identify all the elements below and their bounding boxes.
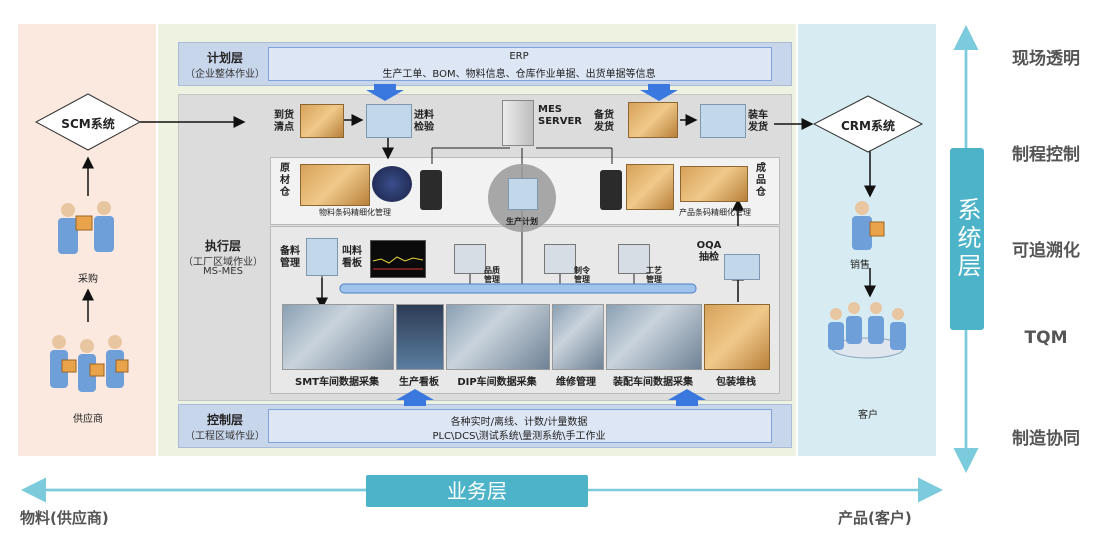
system-layer-bar: 系统层 <box>950 148 984 330</box>
receiving-box-icon <box>300 104 344 138</box>
right-label-4: TQM <box>1024 328 1068 348</box>
smt-photo <box>282 304 394 370</box>
control-up-arrow-left <box>396 389 434 406</box>
purchase-label: 采购 <box>78 274 98 285</box>
assembly-photo <box>606 304 702 370</box>
finished-warehouse-label: 成 品 仓 <box>756 163 766 198</box>
right-label-5: 制造协同 <box>1012 429 1080 449</box>
smt-label: SMT车间数据采集 <box>295 377 379 388</box>
supplier-label: 供应商 <box>73 414 103 425</box>
right-label-3: 可追溯化 <box>1012 241 1080 261</box>
mes-server-icon <box>502 100 534 146</box>
sales-label: 销售 <box>850 260 870 271</box>
board-label: 生产看板 <box>399 377 439 388</box>
purchase-figure-icon <box>52 198 120 264</box>
pack-label: 包装堆栈 <box>716 377 756 388</box>
process-computer-icon <box>618 244 650 274</box>
finished-box-icon <box>626 164 674 210</box>
erp-label: ERP <box>509 51 529 62</box>
control-layer-subtitle: （工程区域作业） <box>185 431 265 442</box>
scanner-left-icon <box>420 170 442 210</box>
control-line1: 各种实时/离线、计数/计量数据 <box>450 417 588 428</box>
right-label-2: 制程控制 <box>1012 145 1080 165</box>
customer-figure-icon <box>822 298 914 370</box>
pack-photo <box>704 304 770 370</box>
truck-loading-icon <box>700 104 746 138</box>
call-board-label: 叫料 看板 <box>342 246 362 269</box>
load-ship-label: 装车 发货 <box>748 110 768 133</box>
repair-photo <box>552 304 604 370</box>
prep-worker-icon <box>306 238 338 276</box>
raw-material-shelf-icon <box>300 164 370 206</box>
crm-label: CRM系统 <box>841 119 895 133</box>
call-board-screen <box>370 240 426 278</box>
order-computer-icon <box>544 244 576 274</box>
board-photo <box>396 304 444 370</box>
oqa-label: OQA 抽检 <box>696 240 722 263</box>
stock-ship-label: 备货 发货 <box>594 110 614 133</box>
scm-diamond <box>34 93 142 151</box>
right-label-1: 现场透明 <box>1012 49 1080 69</box>
control-line2: PLC\DCS\测试系统\量测系统\手工作业 <box>432 431 606 442</box>
assembly-label: 装配车间数据采集 <box>613 377 693 388</box>
crm-diamond <box>812 95 924 153</box>
dip-photo <box>446 304 550 370</box>
tape-reel-icon <box>372 166 412 202</box>
erp-detail: 生产工单、BOM、物料信息、仓库作业单据、出货单据等信息 <box>382 69 656 80</box>
plan-down-arrow-right <box>640 84 678 101</box>
bottom-left-label: 物料(供应商) <box>20 509 109 527</box>
oqa-inspect-icon <box>724 254 760 280</box>
raw-caption: 物料条码精细化管理 <box>319 208 391 217</box>
bus-bar <box>339 283 697 294</box>
bottom-right-label: 产品(客户) <box>838 509 912 527</box>
stock-box-icon <box>628 102 678 138</box>
control-layer-title: 控制层 <box>206 413 243 427</box>
inspection-icon <box>366 104 412 138</box>
dip-label: DIP车间数据采集 <box>457 377 537 388</box>
control-up-arrow-right <box>668 389 706 406</box>
sales-figure-icon <box>840 198 890 252</box>
planner-icon <box>508 178 538 210</box>
incoming-check-label: 进料 检验 <box>414 110 434 133</box>
plan-layer-title: 计划层 <box>206 51 243 65</box>
scm-label: SCM系统 <box>61 117 115 131</box>
process-label: 工艺 管理 <box>646 266 662 284</box>
finished-shelf-icon <box>680 166 748 202</box>
finished-caption: 产品条码精细化管理 <box>679 208 751 217</box>
scanner-right-icon <box>600 170 622 210</box>
repair-label: 维修管理 <box>556 377 596 388</box>
receiving-label: 到货 清点 <box>274 110 294 133</box>
order-label: 制令 管理 <box>574 266 590 284</box>
customer-label: 客户 <box>858 410 878 421</box>
control-box <box>268 409 772 443</box>
exec-layer-title: 执行层 <box>204 239 241 253</box>
exec-layer-subtitle2: MS-MES <box>203 266 243 277</box>
erp-box <box>268 47 772 81</box>
supplier-figure-icon <box>46 328 130 398</box>
exec-layer-subtitle: （工厂区域作业） <box>183 257 263 268</box>
mes-server-label: MES SERVER <box>538 104 583 127</box>
business-layer-bar: 业务层 <box>366 475 588 507</box>
quality-computer-icon <box>454 244 486 274</box>
quality-label: 品质 管理 <box>484 266 500 284</box>
prep-label: 备料 管理 <box>280 246 300 269</box>
plan-down-arrow-left <box>366 84 404 101</box>
production-plan-label: 生产计划 <box>506 217 538 226</box>
raw-warehouse-label: 原 材 仓 <box>280 163 290 198</box>
plan-layer-subtitle: （企业整体作业） <box>185 69 265 80</box>
